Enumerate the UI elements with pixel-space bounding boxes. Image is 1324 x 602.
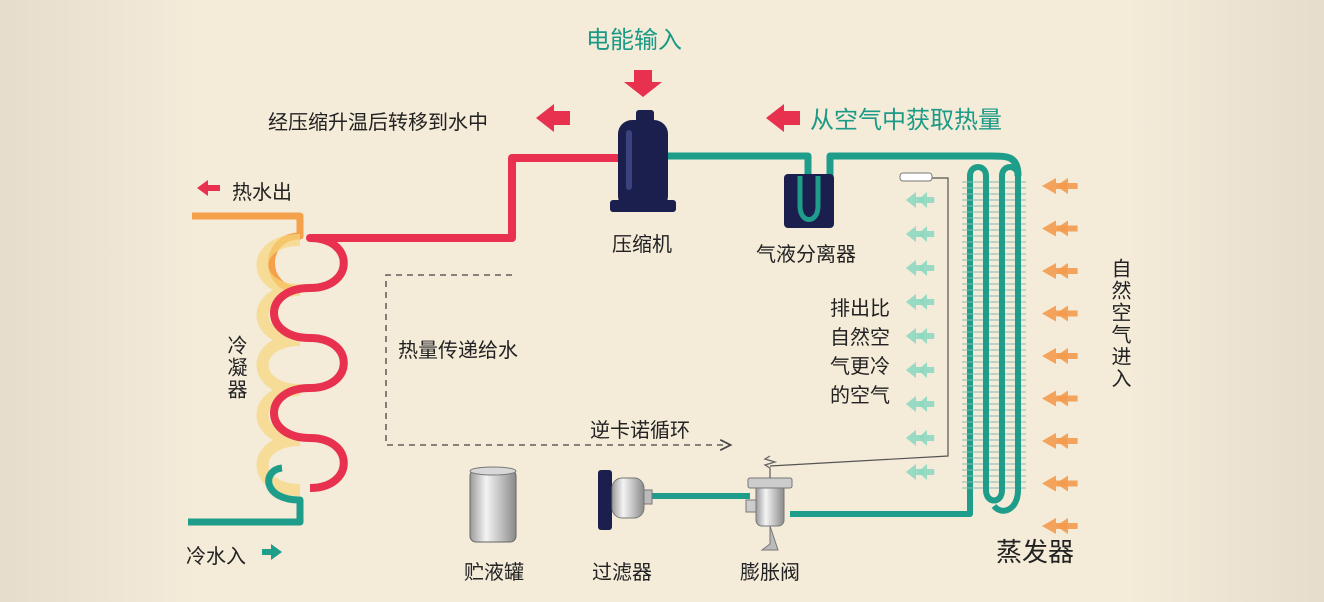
expansion-valve-label: 膨胀阀 — [740, 560, 800, 584]
heat-transfer-label: 热量传递给水 — [398, 338, 518, 362]
compressor-label: 压缩机 — [612, 232, 672, 256]
power-input-arrow — [624, 70, 662, 97]
sensor-capillary-line — [769, 177, 949, 467]
cold-water-pipe — [188, 464, 304, 526]
transfer-to-water-label: 经压缩升温后转移到水中 — [268, 110, 488, 134]
hot-refrigerant-pipe — [270, 154, 618, 492]
cold-air-out-arrows — [906, 192, 935, 480]
separator-label: 气液分离器 — [756, 242, 856, 266]
reverse-carnot-label: 逆卡诺循环 — [590, 418, 690, 442]
heat-from-air-arrow — [766, 104, 800, 132]
reverse-cycle-dashed-path — [385, 274, 728, 445]
evaporator-label: 蒸发器 — [996, 538, 1075, 568]
heat-from-air-label: 从空气中获取热量 — [810, 106, 1002, 134]
power-input-label: 电能输入 — [586, 26, 682, 54]
natural-air-in-label: 自然空气进入 — [1108, 258, 1132, 390]
transfer-to-water-arrow — [536, 104, 570, 132]
receiver-unit — [469, 466, 517, 543]
hot-water-out-arrow — [197, 180, 220, 196]
cold-water-in-arrow — [262, 544, 282, 560]
evaporator-coil — [962, 164, 1026, 514]
hot-water-out-label: 热水出 — [232, 180, 292, 204]
condenser-label: 冷凝器 — [224, 335, 248, 401]
filter-unit — [598, 470, 653, 530]
exhaust-cold-air-label: 排出比 自然空 气更冷 的空气 — [830, 296, 890, 407]
water-coil-glow — [256, 234, 301, 496]
filter-label: 过滤器 — [592, 560, 652, 584]
receiver-label: 贮液罐 — [464, 560, 524, 584]
separator-unit — [784, 174, 834, 228]
expansion-valve-unit — [745, 455, 793, 551]
temperature-sensor-bulb — [899, 172, 933, 182]
cold-water-in-label: 冷水入 — [186, 544, 246, 568]
compressor-unit — [610, 110, 676, 212]
valve-to-evaporator-pipe — [790, 176, 973, 517]
natural-air-in-arrows — [1042, 178, 1078, 534]
